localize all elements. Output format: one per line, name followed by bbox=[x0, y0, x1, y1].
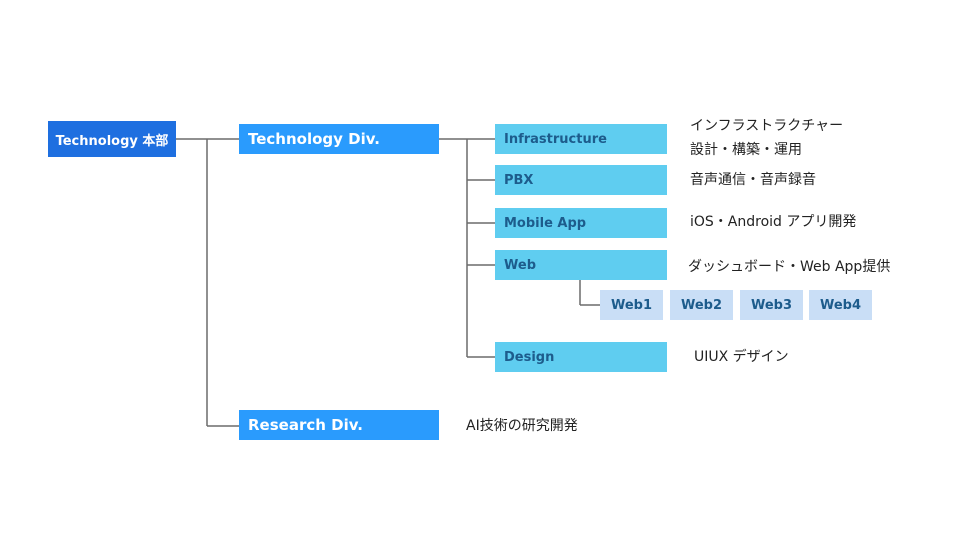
subteam-label: Web1 bbox=[610, 297, 653, 313]
infrastructure-description-line1: インフラストラクチャー bbox=[690, 118, 844, 134]
subteam-label: Web2 bbox=[680, 297, 723, 313]
mobile-description: iOS・Android アプリ開発 bbox=[690, 214, 857, 230]
subteam-web1: Web1 bbox=[600, 290, 663, 320]
subteam-web3: Web3 bbox=[740, 290, 803, 320]
team-mobile: Mobile App bbox=[495, 208, 667, 238]
division-technology: Technology Div. bbox=[239, 124, 439, 154]
infrastructure-description-line2: 設計・構築・運用 bbox=[690, 142, 802, 158]
research-description: AI技術の研究開発 bbox=[466, 418, 578, 434]
design-description: UIUX デザイン bbox=[694, 349, 789, 365]
team-mobile-label: Mobile App bbox=[504, 215, 587, 231]
team-design: Design bbox=[495, 342, 667, 372]
division-research: Research Div. bbox=[239, 410, 439, 440]
division-technology-label: Technology Div. bbox=[248, 130, 380, 148]
subteam-label: Web3 bbox=[750, 297, 793, 313]
root-node: Technology 本部 bbox=[48, 121, 176, 157]
team-infrastructure-label: Infrastructure bbox=[504, 131, 607, 147]
team-web: Web bbox=[495, 250, 667, 280]
team-infrastructure: Infrastructure bbox=[495, 124, 667, 154]
team-design-label: Design bbox=[504, 349, 555, 365]
team-pbx: PBX bbox=[495, 165, 667, 195]
team-pbx-label: PBX bbox=[504, 172, 534, 188]
division-research-label: Research Div. bbox=[248, 416, 363, 434]
subteam-web2: Web2 bbox=[670, 290, 733, 320]
subteam-web4: Web4 bbox=[809, 290, 872, 320]
team-web-label: Web bbox=[504, 257, 536, 273]
pbx-description: 音声通信・音声録音 bbox=[690, 172, 816, 188]
web-description: ダッシュボード・Web App提供 bbox=[688, 259, 891, 275]
root-label: Technology 本部 bbox=[55, 133, 169, 149]
subteam-label: Web4 bbox=[819, 297, 862, 313]
